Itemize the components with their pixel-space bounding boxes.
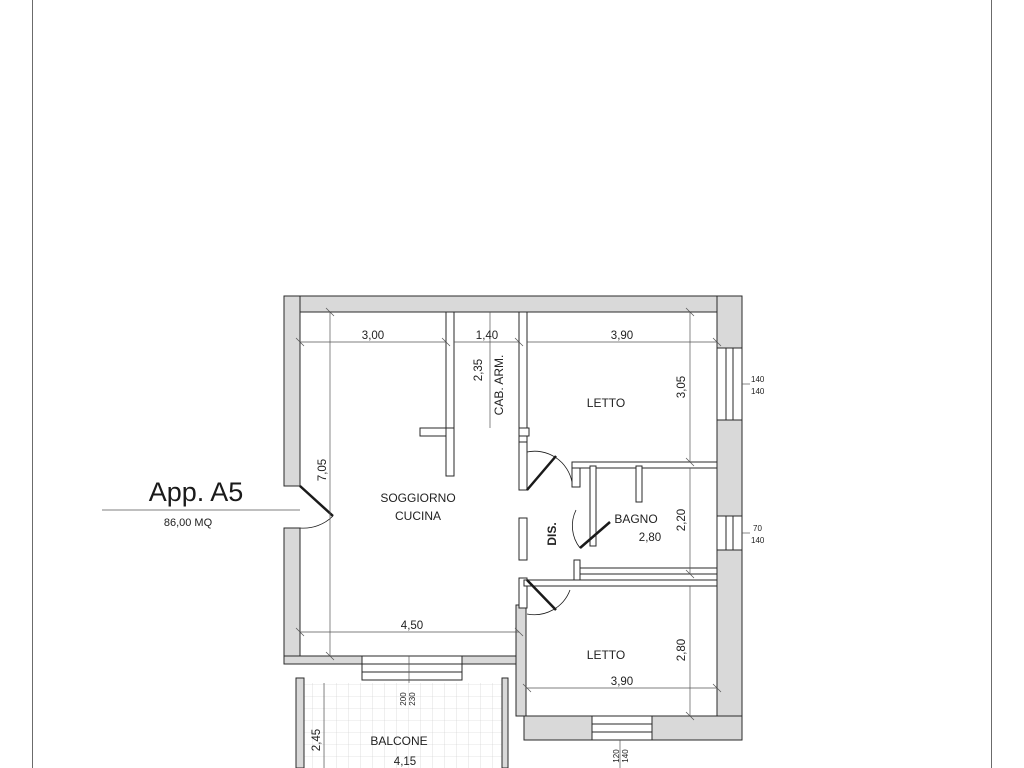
room-label-bedroom-top: LETTO <box>587 396 625 410</box>
dim-balcony-depth: 2,45 <box>311 729 323 751</box>
window-label-bath-a: 70 <box>753 524 762 533</box>
window-label-bath-b: 140 <box>751 536 765 545</box>
dim-closet-width: 1,40 <box>476 330 498 342</box>
dim-bed-top-width: 3,90 <box>611 330 633 342</box>
windows <box>361 347 743 741</box>
dim-living-depth: 7,05 <box>317 459 329 481</box>
frame-line-right <box>991 0 992 768</box>
window-label-living-a: 200 <box>399 692 408 706</box>
room-label-bedroom-bottom: LETTO <box>587 648 625 662</box>
doors <box>299 450 611 616</box>
dim-bed-top-depth: 3,05 <box>676 376 688 398</box>
dimension-lines <box>102 307 750 768</box>
room-label-living: SOGGIORNO <box>380 491 455 505</box>
room-label-balcony: BALCONE <box>370 734 427 748</box>
window-label-bed-bottom-b: 140 <box>621 749 630 763</box>
walls <box>283 295 743 768</box>
window-label-living-b: 230 <box>408 692 417 706</box>
window-label-bed-top-b: 140 <box>751 387 765 396</box>
dim-bath-depth: 2,20 <box>676 509 688 531</box>
dim-balcony-width: 4,15 <box>394 756 416 768</box>
apartment-title: App. A5 <box>149 477 244 507</box>
dim-bath-width: 2,80 <box>639 532 661 544</box>
dim-living-width: 3,00 <box>362 330 384 342</box>
dim-bed-bottom-depth: 2,80 <box>676 639 688 661</box>
apartment-area: 86,00 MQ <box>164 517 213 529</box>
dim-bed-bottom-width: 3,90 <box>611 676 633 688</box>
window-label-bed-bottom-a: 120 <box>612 749 621 763</box>
room-label-kitchen: CUCINA <box>395 509 441 523</box>
room-label-closet: CAB. ARM. <box>492 355 506 416</box>
dim-living-bottom-width: 4,50 <box>401 620 423 632</box>
room-label-bathroom: BAGNO <box>614 512 657 526</box>
frame-line-left <box>32 0 33 768</box>
window-label-bed-top-a: 140 <box>751 375 765 384</box>
room-label-hall: DIS. <box>545 522 559 545</box>
balcony-floor <box>303 683 506 768</box>
dim-closet-depth: 2,35 <box>473 359 485 381</box>
internal-walls <box>419 311 718 609</box>
